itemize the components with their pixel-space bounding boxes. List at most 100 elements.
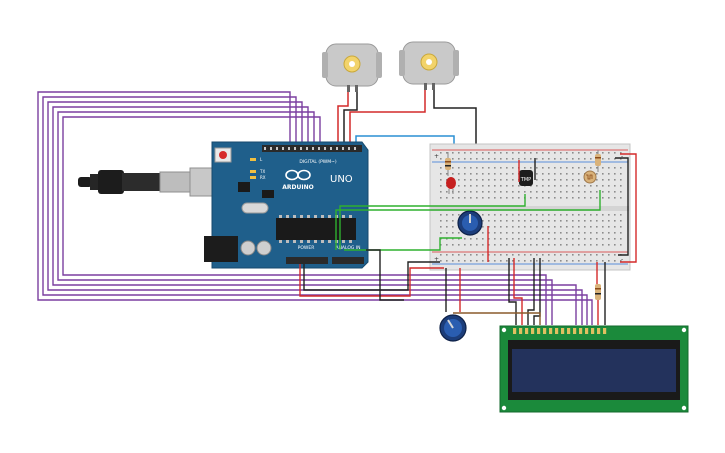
breadboard-hole: [530, 167, 532, 169]
breadboard-hole: [512, 220, 514, 222]
breadboard-hole: [608, 191, 610, 193]
rail-jumper: [620, 153, 637, 263]
breadboard-hole: [470, 191, 472, 193]
breadboard-hole: [488, 254, 490, 256]
breadboard-hole: [608, 167, 610, 169]
breadboard-hole: [548, 260, 550, 262]
breadboard-hole: [602, 214, 604, 216]
breadboard-hole: [488, 173, 490, 175]
breadboard-hole: [518, 214, 520, 216]
lcd-pin: [603, 328, 607, 334]
breadboard-hole: [608, 185, 610, 187]
lcd-screen: [512, 349, 676, 392]
breadboard-hole: [488, 152, 490, 154]
breadboard-hole: [500, 179, 502, 181]
breadboard-hole: [482, 185, 484, 187]
breadboard-hole: [584, 254, 586, 256]
lcd-16x2-display: [499, 325, 689, 413]
breadboard-hole: [542, 173, 544, 175]
breadboard-hole: [518, 232, 520, 234]
potentiometer-lcd[interactable]: [439, 314, 467, 342]
breadboard-hole: [458, 197, 460, 199]
breadboard-hole: [470, 238, 472, 240]
breadboard-hole: [596, 254, 598, 256]
led-label-l: L: [260, 157, 263, 162]
breadboard-hole: [614, 260, 616, 262]
breadboard-hole: [578, 185, 580, 187]
breadboard-hole: [548, 244, 550, 246]
breadboard-hole: [608, 232, 610, 234]
breadboard-hole: [548, 197, 550, 199]
breadboard-hole: [452, 260, 454, 262]
breadboard-hole: [608, 254, 610, 256]
breadboard-hole: [572, 191, 574, 193]
breadboard-hole: [518, 226, 520, 228]
breadboard-hole: [446, 238, 448, 240]
breadboard-hole: [608, 197, 610, 199]
breadboard-hole: [494, 238, 496, 240]
breadboard-hole: [596, 226, 598, 228]
ground-wire: [303, 261, 440, 291]
breadboard-hole: [506, 232, 508, 234]
breadboard-hole: [548, 158, 550, 160]
breadboard-hole: [530, 152, 532, 154]
breadboard-hole: [446, 197, 448, 199]
breadboard-hole: [566, 226, 568, 228]
breadboard-hole: [560, 220, 562, 222]
breadboard-hole: [602, 179, 604, 181]
tmp-chip-label: TMP: [520, 177, 531, 183]
breadboard-hole: [488, 220, 490, 222]
breadboard-hole: [584, 220, 586, 222]
breadboard-hole: [440, 167, 442, 169]
lcd-pin: [567, 328, 571, 334]
breadboard-hole: [506, 226, 508, 228]
breadboard-hole: [500, 158, 502, 160]
breadboard-hole: [458, 238, 460, 240]
breadboard-hole: [548, 167, 550, 169]
breadboard-hole: [494, 152, 496, 154]
breadboard-hole: [470, 179, 472, 181]
breadboard-hole: [560, 167, 562, 169]
breadboard-hole: [542, 260, 544, 262]
breadboard-hole: [578, 214, 580, 216]
analog-wire: [339, 194, 526, 250]
breadboard-hole: [440, 254, 442, 256]
breadboard-hole: [452, 214, 454, 216]
breadboard-hole: [446, 191, 448, 193]
breadboard-hole: [560, 179, 562, 181]
breadboard-hole: [464, 167, 466, 169]
breadboard-hole: [620, 167, 622, 169]
breadboard-hole: [614, 232, 616, 234]
breadboard-hole: [500, 167, 502, 169]
breadboard-hole: [440, 173, 442, 175]
breadboard-hole: [512, 179, 514, 181]
breadboard-hole: [542, 254, 544, 256]
potentiometer-contrast[interactable]: [457, 210, 483, 236]
breadboard-hole: [458, 179, 460, 181]
breadboard-hole: [494, 179, 496, 181]
breadboard-hole: [584, 152, 586, 154]
breadboard-hole: [578, 197, 580, 199]
breadboard-hole: [500, 214, 502, 216]
breadboard-hole: [584, 197, 586, 199]
breadboard-hole: [620, 173, 622, 175]
lcd-power-wires: [445, 258, 606, 325]
lcd-pin: [561, 328, 565, 334]
breadboard-hole: [542, 226, 544, 228]
breadboard-hole: [488, 158, 490, 160]
breadboard-hole: [536, 238, 538, 240]
breadboard-hole: [566, 214, 568, 216]
breadboard-hole: [476, 254, 478, 256]
breadboard-hole: [602, 254, 604, 256]
breadboard-hole: [440, 191, 442, 193]
breadboard-hole: [512, 197, 514, 199]
power-header: [286, 257, 328, 264]
led-label-tx: TX: [259, 169, 265, 174]
breadboard-hole: [482, 232, 484, 234]
breadboard-hole: [566, 158, 568, 160]
breadboard-hole: [452, 167, 454, 169]
breadboard-hole: [536, 167, 538, 169]
breadboard-hole: [614, 197, 616, 199]
breadboard-hole: [614, 191, 616, 193]
breadboard-hole: [482, 238, 484, 240]
